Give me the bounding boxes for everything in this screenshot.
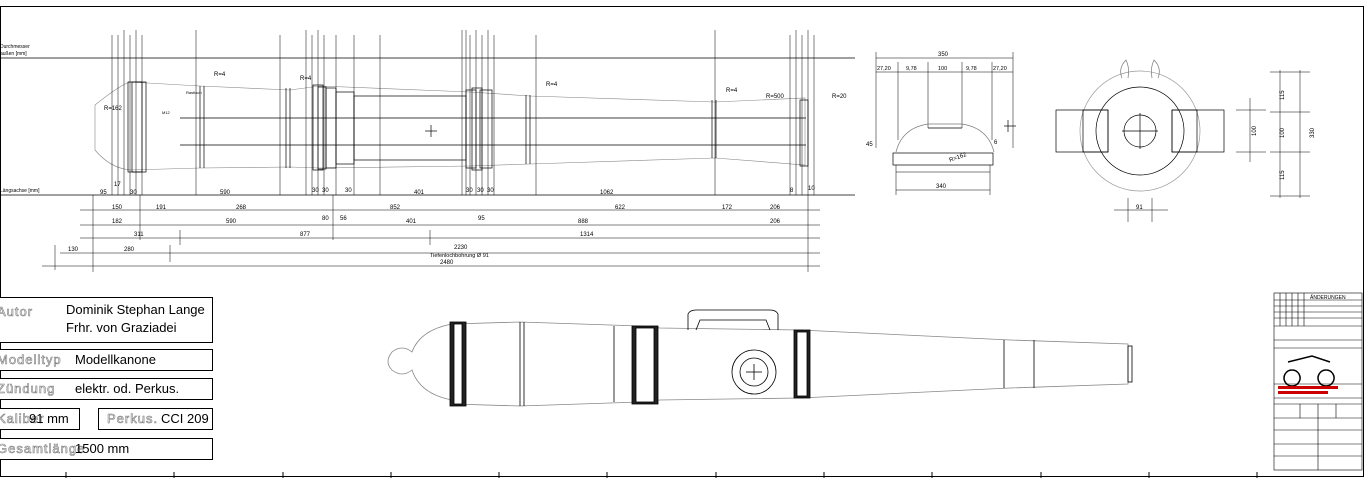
end-view <box>1055 59 1310 222</box>
dimension-label: 10 <box>808 186 815 192</box>
side-view-labels: 350 27,20 9,78 100 9,78 27,20 45 R=162 3… <box>866 52 1007 190</box>
barrel-section-labels: Durchmesser außen [mm] Längsachse [mm] R… <box>0 44 847 266</box>
dimension-label: 30 <box>322 188 329 194</box>
dimension-label: 130 <box>68 247 79 253</box>
dimension-label: 8 <box>790 188 794 194</box>
dimension-label: 206 <box>770 205 781 211</box>
radius-label: R=4 <box>300 76 312 82</box>
dimension-label: 95 <box>478 216 485 222</box>
designer-key: Autor <box>0 304 34 320</box>
dimension-label: 17 <box>114 182 121 188</box>
model-type-value: Modellkanone <box>75 352 156 367</box>
dimension-label: 2230 <box>454 245 468 251</box>
dimension-label: 30 <box>130 190 137 196</box>
caliber-value: 91 mm <box>29 411 69 426</box>
dimension-label: 6 <box>994 140 998 146</box>
ignition-key: Zündung <box>0 381 56 397</box>
dimension-label: 1314 <box>580 232 594 238</box>
dimension-label: 100 <box>1280 127 1286 138</box>
dimension-label: 80 <box>322 216 329 222</box>
bore-label: Rastloch <box>186 90 202 95</box>
dimension-label: 56 <box>340 216 347 222</box>
dimension-label: 115 <box>1280 170 1286 180</box>
length-value: 1500 mm <box>75 441 130 456</box>
length-box: Gesamtlänge 1500 mm <box>0 438 213 460</box>
dimension-label: 182 <box>112 219 123 225</box>
dimension-label: 9,78 <box>966 66 977 72</box>
dimension-label: 27,20 <box>877 66 891 72</box>
dimension-label: 350 <box>938 52 949 58</box>
model-type-box: Modelltyp Modellkanone <box>0 349 213 371</box>
dimension-label: 100 <box>938 66 947 72</box>
dimension-label: 2480 <box>440 260 454 266</box>
designer-line-1: Dominik Stephan Lange <box>66 302 205 317</box>
radius-label: R=500 <box>766 94 785 100</box>
bore-label: M12 <box>162 110 171 115</box>
radius-label: R=20 <box>832 94 847 100</box>
dimension-label: 311 <box>134 232 144 238</box>
border-grid-ticks <box>65 472 1258 478</box>
designer-box: Autor Dominik Stephan Lange Frhr. von Gr… <box>0 297 213 343</box>
barrel-section-view <box>0 30 855 272</box>
dimension-label: 280 <box>124 247 135 253</box>
radius-label: R=4 <box>726 88 738 94</box>
dimension-label: 401 <box>414 190 425 196</box>
side-view <box>875 52 1016 195</box>
dimension-label: 622 <box>615 205 626 211</box>
dimension-label: 888 <box>578 219 589 225</box>
axis-label-length: Längsachse [mm] <box>0 188 40 194</box>
title-block <box>1273 292 1363 471</box>
length-key: Gesamtlänge <box>0 441 86 457</box>
title-block-header: ÄNDERUNGEN <box>1310 294 1346 301</box>
axis-label-diameter: Durchmesser <box>0 44 30 50</box>
dimension-label: 45 <box>866 142 873 148</box>
dimension-label: 1062 <box>600 190 614 196</box>
dimension-label: 268 <box>236 205 247 211</box>
radius-label: R=162 <box>949 152 968 164</box>
dimension-label: 91 <box>1136 205 1143 211</box>
dimension-label: 30 <box>345 188 352 194</box>
dimension-label: 30 <box>487 188 494 194</box>
dimension-label: 877 <box>300 232 311 238</box>
dimension-label: 30 <box>477 188 484 194</box>
percussion-box: Perkus. CCI 209 <box>98 408 213 430</box>
dimension-label: 100 <box>1252 125 1258 136</box>
cannon-emblem <box>1283 355 1335 387</box>
dimension-label: 150 <box>112 205 123 211</box>
model-type-key: Modelltyp <box>0 352 62 368</box>
ignition-value: elektr. od. Perkus. <box>75 381 180 396</box>
end-view-labels: 330 115 100 115 100 91 <box>1136 90 1316 211</box>
dimension-label: 9,78 <box>906 66 917 72</box>
dimension-label: 401 <box>406 219 417 225</box>
dimension-label: 590 <box>220 190 231 196</box>
dimension-label: 590 <box>226 219 237 225</box>
dimension-label: 115 <box>1280 90 1286 100</box>
caliber-box: Kaliber 91 mm <box>0 408 80 430</box>
caliber-key: Kaliber <box>0 411 45 427</box>
dimension-label: 30 <box>466 188 473 194</box>
dimension-label: 172 <box>722 205 733 211</box>
dimension-label: 852 <box>390 205 401 211</box>
radius-label: R=162 <box>104 106 123 112</box>
dimension-label: 30 <box>312 188 319 194</box>
dimension-label: 95 <box>100 190 107 196</box>
radius-label: R=4 <box>546 82 558 88</box>
designer-line-2: Frhr. von Graziadei <box>66 320 177 335</box>
dimension-label: 206 <box>770 219 781 225</box>
bore-note: Tiefenlochbohrung Ø 91 <box>430 253 489 259</box>
dimension-label: 191 <box>156 205 167 211</box>
dimension-label: 340 <box>936 184 947 190</box>
ignition-box: Zündung elektr. od. Perkus. <box>0 378 213 400</box>
radius-label: R=4 <box>214 72 226 78</box>
dimension-label: 330 <box>1310 127 1316 138</box>
percussion-key: Perkus. <box>107 411 159 427</box>
dimension-label: 27,20 <box>993 66 1007 72</box>
axis-label-outer: außen [mm] <box>0 51 27 57</box>
barrel-exterior-view <box>387 309 1133 407</box>
sheet-border <box>0 6 1364 477</box>
percussion-value: CCI 209 <box>161 411 209 426</box>
